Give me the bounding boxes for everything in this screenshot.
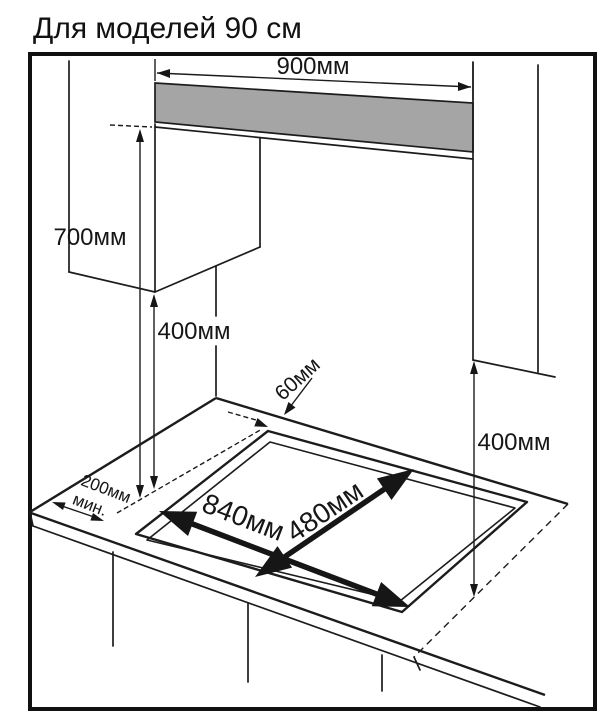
arrowhead — [470, 584, 478, 597]
countertop-left-end-edge — [29, 511, 34, 527]
right-cabinet-bottom-edge — [472, 359, 556, 378]
dim-200-min: 200мм мин. — [52, 471, 134, 521]
arrowhead — [470, 361, 478, 374]
dim-900: 900мм — [154, 53, 474, 100]
arrowhead — [254, 418, 268, 427]
diagram-frame — [28, 52, 597, 711]
arrowhead — [150, 294, 158, 307]
arrowhead — [458, 82, 471, 91]
countertop-cut-dashed-edge — [413, 503, 569, 658]
countertop — [29, 396, 569, 708]
cabinet-bottom-side-edge — [154, 246, 261, 293]
dim-840-label: 840мм — [198, 487, 289, 546]
countertop-cut-tick — [413, 656, 421, 671]
arrowhead — [159, 511, 198, 536]
arrowhead — [136, 485, 144, 498]
arrowhead — [376, 469, 414, 500]
hood-band-face — [154, 82, 474, 153]
arrowhead — [136, 129, 144, 142]
dim-400-right-label: 400мм — [477, 429, 550, 456]
dashed-reference — [109, 124, 153, 128]
cutout-outer-outline — [134, 429, 529, 614]
dim-400-right: 400мм — [470, 361, 551, 597]
arrowhead — [157, 69, 170, 78]
arrowhead — [150, 476, 158, 489]
worktop-surface-dashed-reference — [116, 428, 263, 514]
wall-cabinet-left — [68, 60, 261, 293]
dim-840: 840мм — [159, 487, 410, 607]
dim-400-left: 400мм — [150, 294, 231, 489]
dim-700-label: 700мм — [53, 224, 126, 251]
page-title: Для моделей 90 см — [33, 12, 302, 45]
arrowhead — [371, 582, 410, 607]
arrowhead — [52, 502, 66, 510]
arrowhead — [255, 546, 293, 577]
cabinet-bottom-front-edge — [68, 271, 156, 293]
countertop-front-bottom-edge — [32, 525, 541, 708]
hood-band-underline — [154, 126, 474, 160]
dimension-line — [156, 72, 472, 88]
wall-cabinet-right — [472, 61, 556, 378]
arrowhead — [90, 513, 104, 521]
arrow-shaft — [281, 485, 388, 561]
arrowhead — [284, 402, 296, 415]
dim-900-label: 900мм — [276, 53, 349, 80]
countertop-back-right-edge — [215, 396, 569, 506]
dashed-leader — [227, 411, 257, 421]
countertop-back-left-edge — [29, 396, 217, 514]
dim-700: 700мм — [53, 124, 153, 498]
countertop-front-top-edge — [30, 511, 546, 697]
dim-400-left-label: 400мм — [157, 318, 230, 345]
hood-band — [154, 82, 474, 160]
